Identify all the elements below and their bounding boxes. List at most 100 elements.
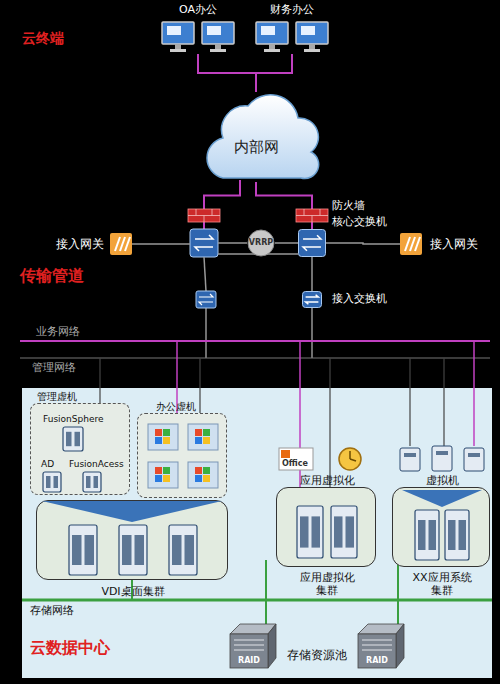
server-rack (37, 501, 229, 581)
storage-drop (265, 560, 267, 626)
windows-flag (203, 437, 210, 444)
node-text: FusionAcess (69, 459, 131, 470)
windows-flag (163, 429, 170, 436)
diagram-label: 传输管道 (20, 266, 120, 285)
gateway-icon (110, 233, 132, 255)
gateway-stripe (120, 237, 125, 251)
storage-front (230, 634, 268, 668)
server-bay (459, 520, 467, 550)
server-node: FusionSphere (61, 426, 85, 452)
server-bay (75, 432, 81, 446)
node-text: AD (41, 459, 63, 470)
storage-slot (234, 649, 264, 650)
monitor-stand (269, 44, 275, 49)
network-link (326, 243, 400, 244)
monitor-screen (296, 22, 328, 44)
monitor-window (301, 26, 315, 35)
switch-link (204, 257, 206, 291)
management-drop (199, 358, 200, 413)
windows-flag (195, 429, 202, 436)
storage-slot (234, 644, 264, 645)
terminal-icons (158, 20, 238, 54)
purple-link (203, 222, 205, 229)
node-text: 管理虚机 (37, 391, 97, 403)
core-switch-icon (190, 229, 218, 257)
server-body (83, 472, 101, 492)
datacenter-panel: 云数据中心管理虚机FusionSphereADFusionAcess办公虚机应用… (22, 388, 492, 678)
monitor-stand (175, 44, 181, 49)
network-link (311, 257, 313, 291)
diagram-label: 管理网络 (32, 361, 112, 374)
switch-arrow (306, 302, 319, 304)
monitor-window (207, 26, 221, 35)
gateway-icon (400, 233, 422, 255)
storage-drop (397, 560, 399, 626)
server-bay (312, 516, 321, 547)
vrrp-node: VRRP (247, 229, 275, 257)
vm-group: 办公虚机 (137, 413, 227, 498)
node-text: 应用虚拟化 (285, 474, 369, 487)
monitor-screen (202, 22, 234, 44)
network-link (275, 242, 298, 244)
network-cloud: 内部网 (198, 92, 314, 182)
node-text: XX应用系统集群 (411, 571, 473, 597)
windows-flag (155, 437, 162, 444)
windows-flag (195, 475, 202, 482)
network-link (311, 222, 313, 229)
storage-network-bus (22, 599, 492, 602)
node-text: 办公虚机 (156, 401, 216, 413)
monitor-screen (162, 22, 194, 44)
gateway-stripe (115, 237, 120, 251)
terminal-group: 财务办公 (252, 20, 332, 54)
vm-screen (148, 462, 178, 488)
server-bay (94, 476, 99, 488)
cluster-box: VDI桌面集群 (36, 500, 228, 580)
windows-flag (155, 475, 162, 482)
vm-group: 管理虚机FusionSphereADFusionAcess (30, 403, 130, 495)
storage-slot (234, 639, 264, 640)
gateway-node: 接入网关 (110, 233, 132, 255)
node-text: 接入网关 (20, 237, 104, 251)
node-text: FusionSphere (43, 414, 115, 425)
node-text: 应用虚拟化集群 (298, 571, 356, 597)
server-body (169, 525, 197, 575)
node-text: RAID (360, 656, 394, 666)
windows-flag (195, 467, 202, 474)
storage-slot (362, 644, 392, 645)
server-body (43, 472, 61, 492)
network-link (256, 182, 312, 209)
server-rack (393, 488, 491, 568)
access-switch-node: 接入交换机 (302, 291, 322, 308)
diagram-label: 存储资源池 (287, 648, 357, 662)
firewall-brick (196, 209, 197, 216)
windows-flag (163, 437, 170, 444)
node-text: 核心交换机 (332, 215, 398, 228)
server-node: FusionAcess (81, 471, 103, 493)
node-text: 防火墙 (332, 199, 382, 212)
switch-body (299, 230, 326, 257)
server-bay (66, 432, 72, 446)
monitor-screen (256, 22, 288, 44)
switch-arrow (303, 247, 321, 251)
node-text: 接入网关 (430, 237, 500, 251)
diagram-label: 云终端 (22, 30, 102, 47)
vrrp-link (218, 242, 247, 244)
service-network-bus (20, 340, 490, 342)
gateway-body (110, 233, 132, 255)
storage-front (358, 634, 396, 668)
monitor-base (170, 49, 186, 52)
management-drop (329, 358, 330, 487)
server-body (63, 427, 83, 451)
server-bay (334, 516, 343, 547)
cluster-box: 应用虚拟化应用虚拟化集群 (276, 487, 376, 567)
server-icon (81, 471, 103, 493)
server-icon (41, 471, 63, 493)
gateway-stripe (125, 237, 130, 251)
uplink (205, 308, 206, 358)
switch-arrow (195, 235, 213, 239)
node-text: 内部网 (198, 138, 314, 156)
diagram-label: Office (282, 459, 314, 469)
vm-screen (188, 462, 218, 488)
server-bay (135, 535, 145, 565)
